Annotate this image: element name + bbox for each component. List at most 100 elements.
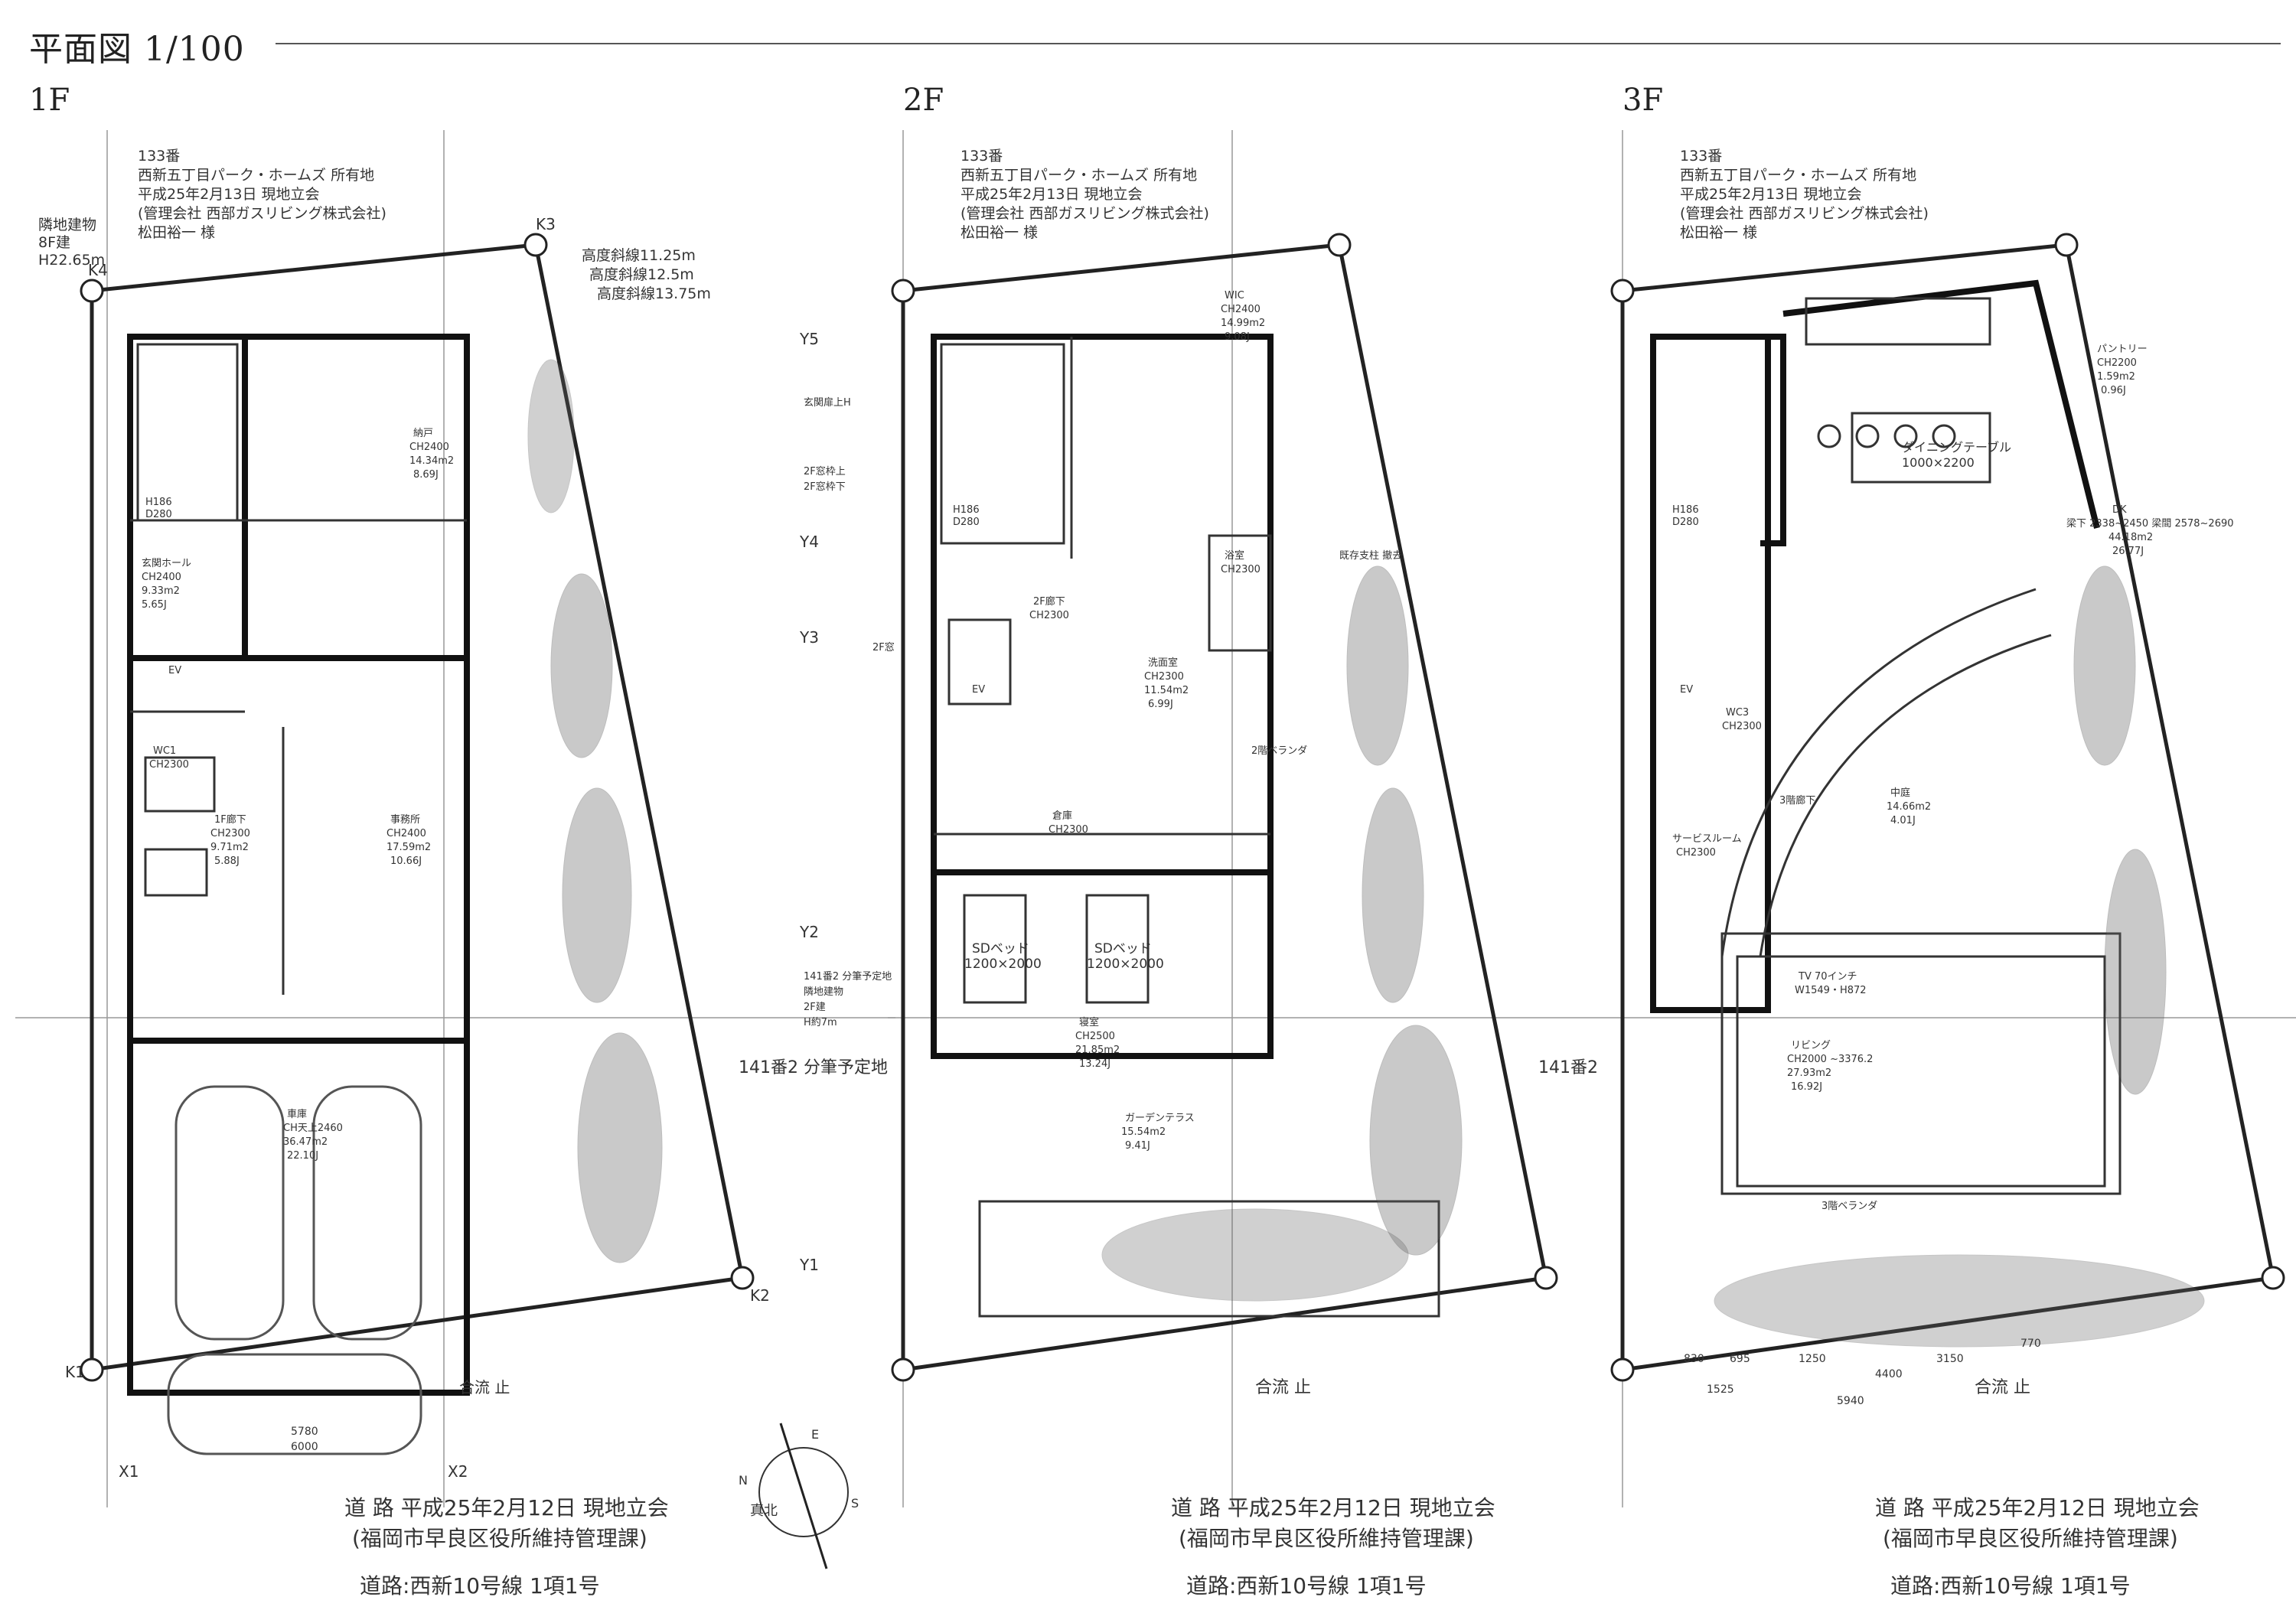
note-window-bottom: 2F窓枠下 (804, 481, 846, 493)
room-living-spec: CH2000 ~3376.2 (1787, 1054, 1873, 1065)
room-wic-name: WIC (1225, 290, 1244, 301)
room-bedroom-area: 21.85m2 (1075, 1045, 1120, 1056)
note-3f-balcony: 3階ベランダ (1821, 1201, 1877, 1212)
room-terrace-tatami: 9.41J (1125, 1140, 1150, 1152)
floor-label-2f: 2F (903, 83, 944, 118)
stair3-h: H186 (1672, 504, 1699, 516)
room-corridor-spec: CH2300 (210, 828, 250, 839)
owner-line-2: 西新五丁目パーク・ホームズ 所有地 (138, 167, 374, 184)
room-2f-corridor-name: 2F廊下 (1033, 595, 1065, 608)
room-wic-tatami: 9.08J (1225, 331, 1250, 343)
floor-plan-2f: 133番 西新五丁目パーク・ホームズ 所有地 平成25年2月13日 現地立会 (… (888, 130, 1607, 1615)
dim-6000: 6000 (291, 1441, 318, 1453)
slope-2: 高度斜線12.5m (589, 266, 694, 283)
road-line-2: (福岡市早良区役所維持管理課) (352, 1526, 647, 1551)
floor-label-1f: 1F (29, 83, 70, 118)
note-neighbor-2: 隣地建物 (804, 986, 843, 998)
owner2-line-3: 平成25年2月13日 現地立会 (960, 186, 1142, 203)
road3-line-1: 道 路 平成25年2月12日 現地立会 (1875, 1495, 2200, 1520)
room-wash-area: 11.54m2 (1144, 685, 1189, 696)
owner3-line-1: 133番 (1680, 148, 1722, 165)
room-bedroom-spec: CH2500 (1075, 1031, 1115, 1042)
road2-line-2: (福岡市早良区役所維持管理課) (1179, 1526, 1474, 1551)
room-pantry-area: 1.59m2 (2097, 371, 2135, 383)
grid-k3: K3 (536, 215, 556, 233)
bed-1-label: SDベッド (972, 941, 1029, 957)
owner2-line-4: (管理会社 西部ガスリビング株式会社) (960, 205, 1209, 222)
room-storage-tatami: 8.69J (413, 469, 439, 481)
room-wash-spec: CH2300 (1144, 671, 1184, 683)
road2-line-1: 道 路 平成25年2月12日 現地立会 (1171, 1495, 1495, 1520)
room-garage-area: 36.47m2 (283, 1136, 328, 1148)
title-rule (276, 43, 2281, 44)
owner2-line-5: 松田裕一 様 (960, 224, 1038, 241)
dim3-1525: 1525 (1707, 1383, 1734, 1396)
room-entry-area: 9.33m2 (142, 585, 180, 597)
room-bath-name: 浴室 (1225, 549, 1244, 562)
floor-plan-1f: 133番 西新五丁目パーク・ホームズ 所有地 平成25年2月13日 現地立会 (… (15, 130, 895, 1615)
owner-line-3: 平成25年2月13日 現地立会 (138, 186, 319, 203)
room-terrace-name: ガーデンテラス (1125, 1112, 1195, 1124)
dim3-1250: 1250 (1799, 1353, 1826, 1365)
room-pantry-tatami: 0.96J (2101, 385, 2126, 396)
room-dk-spec: 梁下 2338~2450 梁間 2578~2690 (2066, 518, 2234, 530)
note-parcel-2f: 141番2 (1538, 1058, 1598, 1077)
room-pantry-name: パントリー (2097, 344, 2148, 355)
room-storage-area: 14.34m2 (409, 455, 454, 467)
road2-line-3: 道路:西新10号線 1項1号 (1186, 1573, 1427, 1599)
grid-y4: Y4 (799, 533, 819, 551)
compass-e: E (811, 1427, 819, 1442)
road3-line-3: 道路:西新10号線 1項1号 (1890, 1573, 2131, 1599)
merge-label-3f: 合流 止 (1975, 1378, 2030, 1397)
room-entry-tatami: 5.65J (142, 599, 167, 611)
room-living-tatami: 16.92J (1791, 1081, 1822, 1093)
bed-1-size: 1200×2000 (964, 957, 1042, 972)
room-wc1-name: WC1 (153, 745, 176, 757)
dim3-3150: 3150 (1936, 1353, 1964, 1365)
parcel-label: 141番2 分筆予定地 (739, 1058, 888, 1077)
dining-table-label: ダイニングテーブル (1902, 440, 2011, 455)
room-wic-spec: CH2400 (1221, 304, 1261, 315)
owner2-line-1: 133番 (960, 148, 1003, 165)
plan-2f-svg: 133番 西新五丁目パーク・ホームズ 所有地 平成25年2月13日 現地立会 (… (888, 130, 1607, 1599)
dim3-4400: 4400 (1875, 1368, 1903, 1380)
road-line-1: 道 路 平成25年2月12日 現地立会 (344, 1495, 669, 1520)
compass-s: S (851, 1496, 859, 1511)
room-wic-area: 14.99m2 (1221, 318, 1265, 329)
owner-line-5: 松田裕一 様 (138, 224, 215, 241)
floor-plan-3f: 133番 西新五丁目パーク・ホームズ 所有地 平成25年2月13日 現地立会 (… (1607, 130, 2296, 1615)
dim-5780: 5780 (291, 1426, 318, 1438)
grid-k2: K2 (750, 1286, 770, 1305)
dim3-695: 695 (1730, 1353, 1750, 1365)
room-garage-tatami: 22.10J (287, 1150, 318, 1162)
room-dk-area: 44.18m2 (2108, 532, 2153, 543)
note-neighbor-4: H約7m (804, 1017, 837, 1028)
room-bedroom-name: 寝室 (1079, 1016, 1099, 1028)
bed-2-size: 1200×2000 (1087, 957, 1164, 972)
neighbor-line-2: 8F建 (38, 234, 70, 251)
room-office-name: 事務所 (390, 814, 420, 826)
room-wash-tatami: 6.99J (1148, 699, 1173, 710)
room-court-name: 中庭 (1890, 787, 1910, 799)
room-entry-spec: CH2400 (142, 572, 181, 583)
room-corridor-area: 9.71m2 (210, 842, 249, 853)
merge-label-2f: 合流 止 (1255, 1378, 1311, 1397)
note-pillar: 既存支柱 撤去 (1339, 549, 1402, 562)
room-service-name: サービスルーム (1672, 833, 1742, 845)
grid-k1: K1 (65, 1363, 85, 1381)
stair2-h: H186 (953, 504, 980, 516)
owner3-line-5: 松田裕一 様 (1680, 224, 1757, 241)
room-corridor-name: 1F廊下 (214, 813, 246, 826)
road-line-3: 道路:西新10号線 1項1号 (360, 1573, 600, 1599)
room-wc1-spec: CH2300 (149, 759, 189, 771)
owner3-line-4: (管理会社 西部ガスリビング株式会社) (1680, 205, 1929, 222)
room-ev2-name: EV (972, 684, 985, 696)
note-window: 2F窓 (872, 641, 895, 653)
grid-x1: X1 (119, 1462, 139, 1481)
grid-y1: Y1 (799, 1256, 819, 1274)
room-storage-spec: CH2400 (409, 442, 449, 453)
note-3f-corridor: 3階廊下 (1779, 794, 1815, 807)
dim3-5940: 5940 (1837, 1395, 1864, 1407)
grid-y5: Y5 (799, 330, 819, 348)
neighbor-line-1: 隣地建物 (38, 217, 96, 233)
